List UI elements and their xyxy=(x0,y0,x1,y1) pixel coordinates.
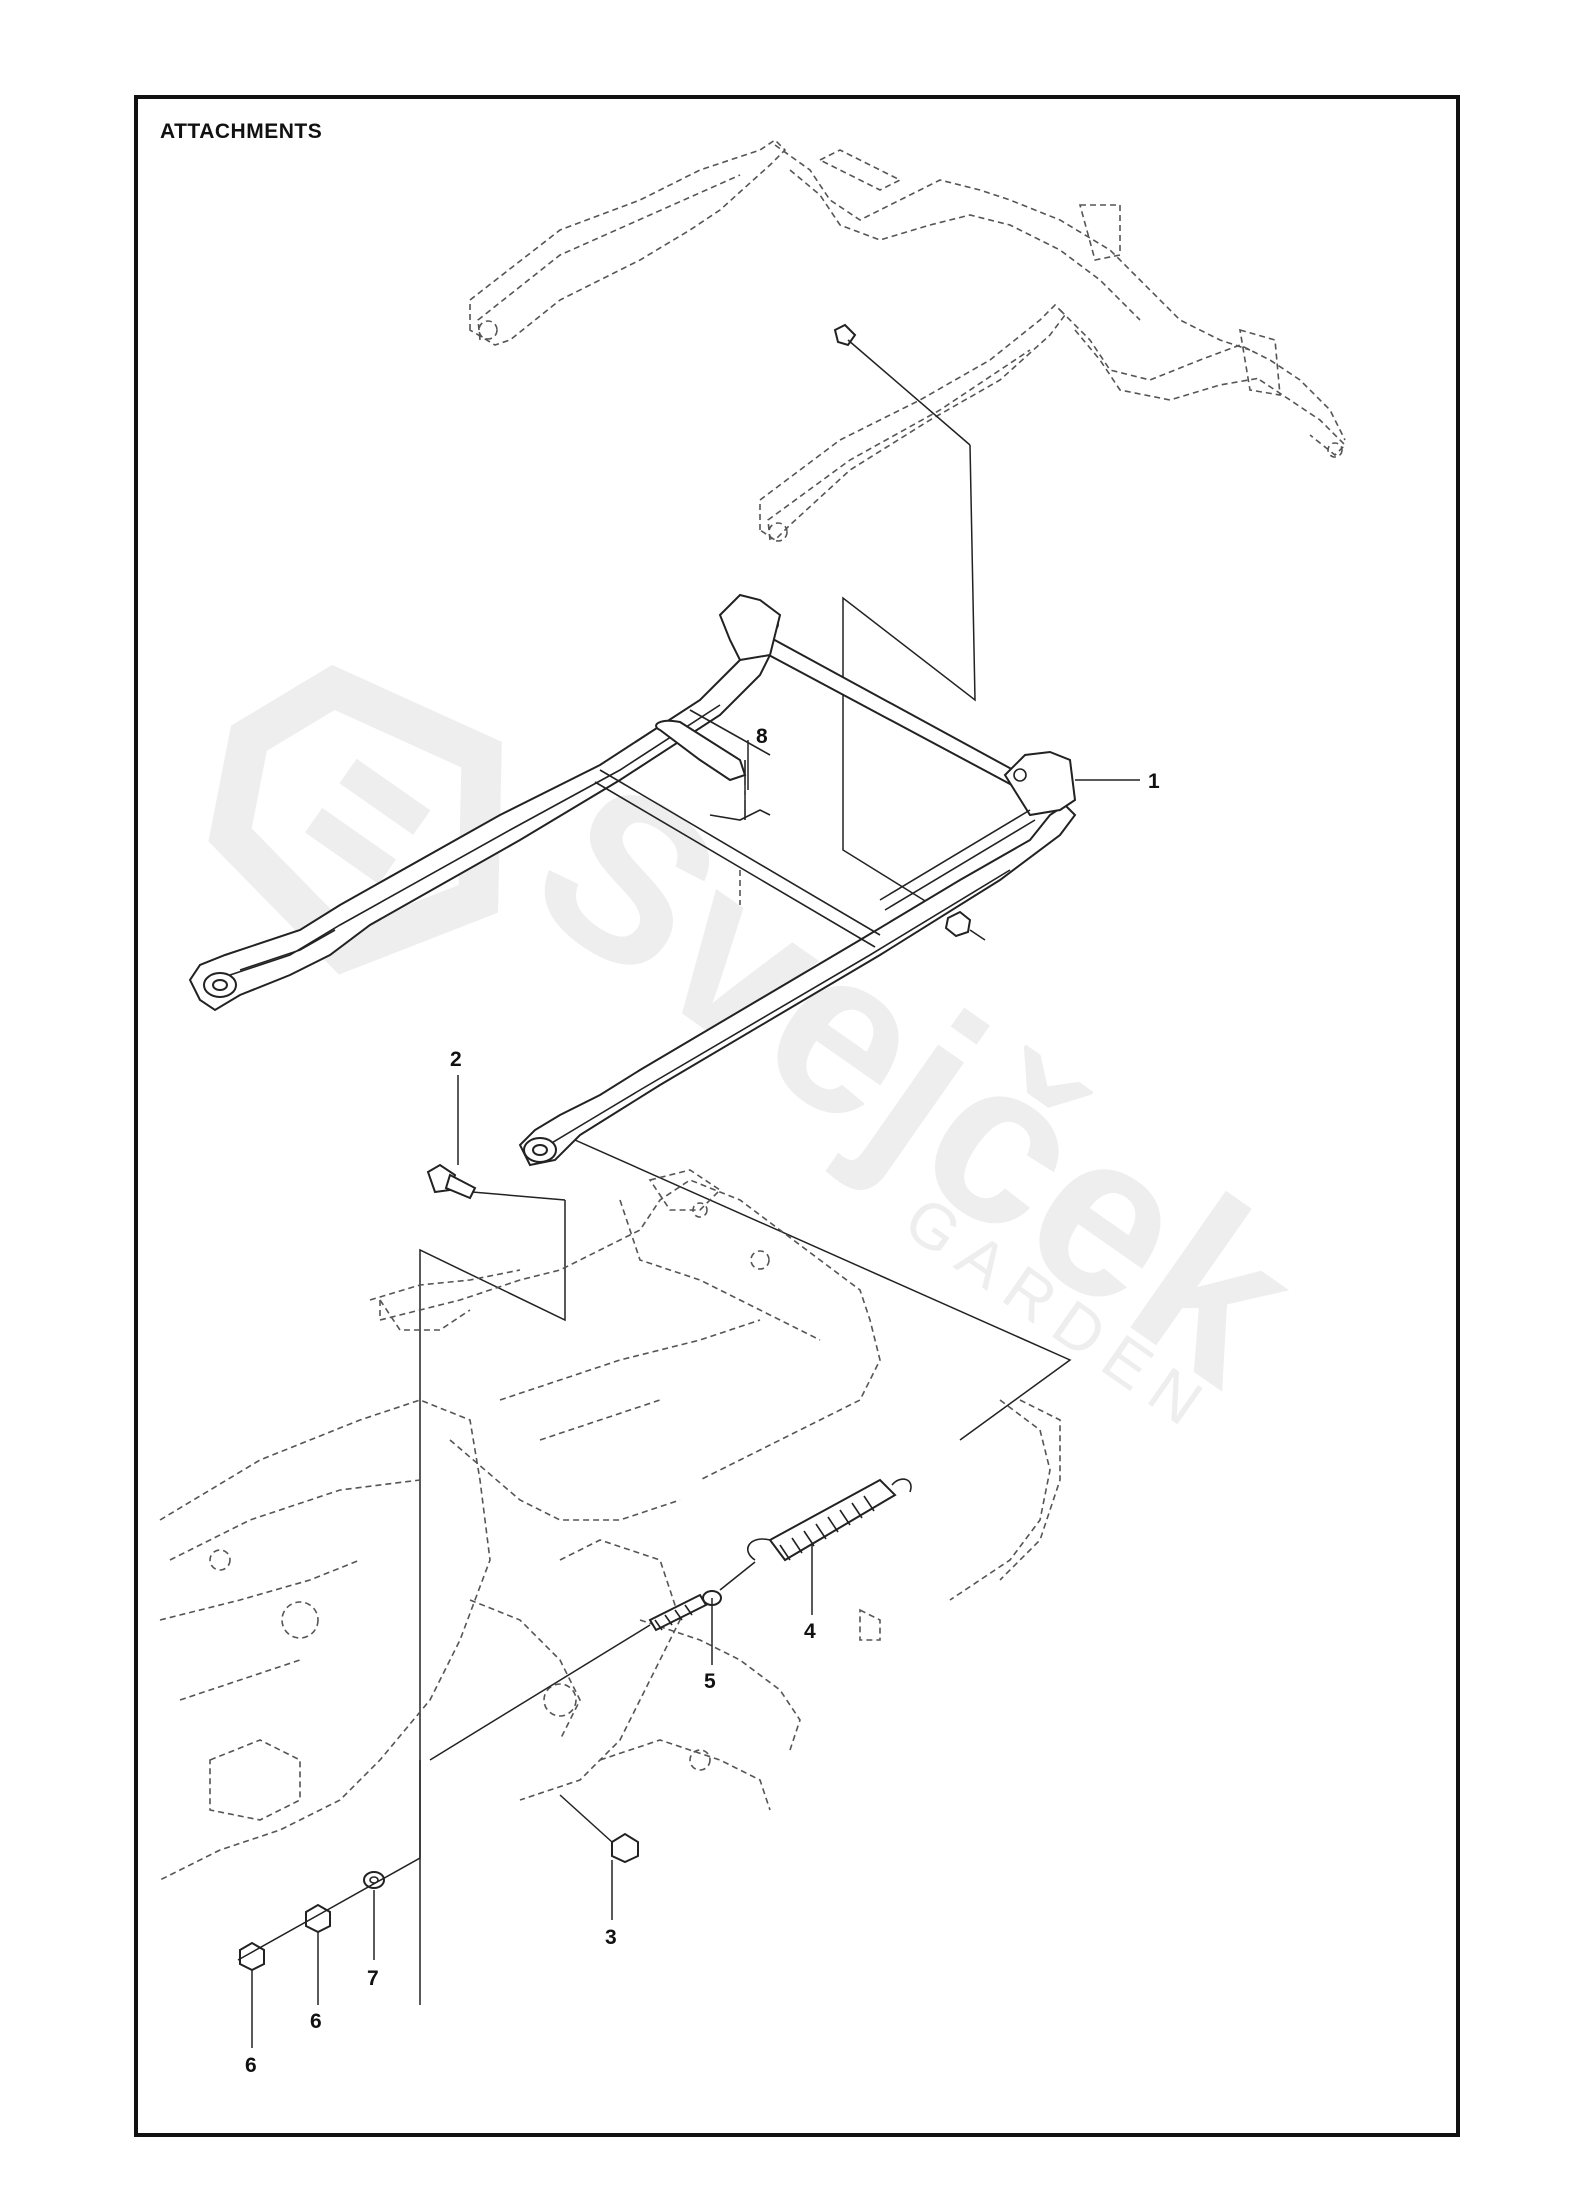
spring-rod xyxy=(648,1561,756,1632)
main-lift-frame xyxy=(188,593,1077,1167)
callout-1: 1 xyxy=(1148,770,1160,793)
callout-4: 4 xyxy=(804,1620,816,1643)
hairpin-clip xyxy=(655,719,771,905)
nut-6a xyxy=(239,1941,265,1972)
assembly-line-spring xyxy=(574,1139,1072,1441)
watermark-brand: Svejček xyxy=(492,730,1342,1433)
callout-leaders xyxy=(251,740,1140,2048)
rod-line xyxy=(429,1624,651,1761)
hardware-line xyxy=(237,1760,421,1961)
washer-7 xyxy=(363,1871,385,1889)
top-attachment-arms xyxy=(469,138,1347,542)
assembly-line-upper xyxy=(842,444,976,913)
callout-6b: 6 xyxy=(310,2010,322,2033)
diagram-title: ATTACHMENTS xyxy=(160,120,323,143)
watermark: Svejček GARDEN xyxy=(208,664,1342,1447)
bolt-pivot xyxy=(426,1163,566,1201)
nut-6b xyxy=(305,1903,331,1934)
spring-coils xyxy=(768,1478,897,1562)
diagram-frame xyxy=(134,95,1460,2137)
callouts: 1 2 3 4 5 6 6 7 8 xyxy=(245,725,1160,2077)
callout-7: 7 xyxy=(367,1967,379,1990)
callout-5: 5 xyxy=(704,1670,716,1693)
callout-8: 8 xyxy=(756,725,768,748)
callout-3: 3 xyxy=(605,1926,617,1949)
assembly-line-mid xyxy=(419,1200,566,2005)
extension-spring xyxy=(747,1478,912,1562)
lower-chassis xyxy=(159,1169,1061,1881)
bolt-upper xyxy=(833,323,971,446)
callout-2: 2 xyxy=(450,1048,462,1071)
nut-3 xyxy=(559,1794,639,1864)
nut-right xyxy=(944,910,986,941)
callout-6a: 6 xyxy=(245,2054,257,2077)
watermark-logo-icon xyxy=(208,664,502,975)
